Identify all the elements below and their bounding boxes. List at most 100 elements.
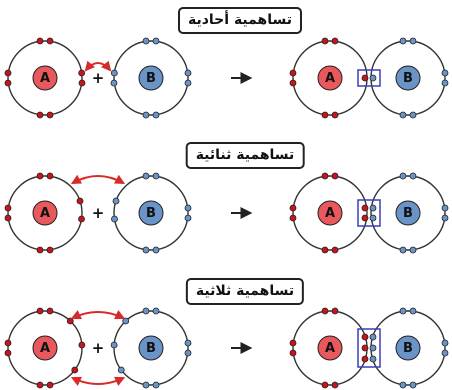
electron bbox=[4, 79, 12, 87]
electron-shell bbox=[113, 175, 189, 251]
nucleus bbox=[317, 200, 343, 226]
electron bbox=[361, 333, 369, 341]
electron bbox=[4, 349, 12, 357]
electron bbox=[184, 204, 192, 212]
nucleus-label: A bbox=[325, 71, 335, 86]
electron bbox=[369, 204, 377, 212]
electron bbox=[36, 246, 44, 254]
electron bbox=[409, 172, 417, 180]
electron bbox=[184, 79, 192, 87]
plus-sign: + bbox=[92, 69, 105, 87]
electron bbox=[331, 111, 339, 119]
nucleus-label: B bbox=[146, 206, 156, 221]
electron bbox=[441, 214, 449, 222]
electron bbox=[78, 69, 86, 77]
electron bbox=[321, 246, 329, 254]
sharing-arrow bbox=[70, 310, 126, 320]
shared-pair-box bbox=[357, 69, 381, 87]
electron bbox=[361, 355, 369, 363]
electron bbox=[184, 214, 192, 222]
electron bbox=[331, 172, 339, 180]
electron bbox=[399, 172, 407, 180]
electron bbox=[289, 339, 297, 347]
electron bbox=[142, 381, 150, 389]
nucleus bbox=[317, 65, 343, 91]
section-title-single: تساهمية أحادية bbox=[177, 7, 303, 34]
plus-sign: + bbox=[92, 204, 105, 222]
electron bbox=[441, 349, 449, 357]
shared-pair-box bbox=[357, 199, 381, 227]
sharing-arrow bbox=[84, 60, 112, 72]
nucleus-label: A bbox=[40, 341, 50, 356]
electron bbox=[369, 355, 377, 363]
nucleus bbox=[138, 65, 164, 91]
electron bbox=[71, 366, 79, 374]
nucleus bbox=[138, 200, 164, 226]
nucleus bbox=[317, 335, 343, 361]
nucleus-label: A bbox=[325, 341, 335, 356]
nucleus-label: B bbox=[146, 341, 156, 356]
electron bbox=[4, 339, 12, 347]
electron-shell bbox=[292, 175, 368, 251]
electron bbox=[409, 111, 417, 119]
nucleus bbox=[32, 335, 58, 361]
electron bbox=[289, 214, 297, 222]
electron bbox=[46, 246, 54, 254]
electron bbox=[399, 381, 407, 389]
electron bbox=[361, 204, 369, 212]
nucleus bbox=[395, 65, 421, 91]
electron bbox=[78, 341, 86, 349]
nucleus bbox=[32, 65, 58, 91]
electron bbox=[112, 197, 120, 205]
electron bbox=[36, 307, 44, 315]
electron bbox=[399, 111, 407, 119]
electron bbox=[441, 69, 449, 77]
electron bbox=[331, 381, 339, 389]
electron bbox=[331, 37, 339, 45]
nucleus bbox=[32, 200, 58, 226]
electron bbox=[78, 215, 85, 223]
electron bbox=[369, 344, 377, 352]
electron bbox=[361, 344, 369, 352]
electron bbox=[321, 307, 329, 315]
electron bbox=[110, 69, 118, 77]
electron bbox=[4, 204, 12, 212]
electron bbox=[441, 79, 449, 87]
electron bbox=[289, 349, 297, 357]
electron bbox=[152, 172, 160, 180]
electron bbox=[4, 214, 12, 222]
electron bbox=[361, 74, 369, 82]
electron bbox=[152, 111, 160, 119]
electron bbox=[46, 111, 54, 119]
electron bbox=[46, 381, 54, 389]
electron bbox=[321, 111, 329, 119]
electron bbox=[409, 246, 417, 254]
section-title-triple: تساهمية ثلاثية bbox=[185, 278, 305, 305]
electron bbox=[152, 381, 160, 389]
sharing-arrow bbox=[70, 376, 126, 386]
nucleus-label: A bbox=[40, 71, 50, 86]
electron bbox=[361, 214, 369, 222]
electron bbox=[289, 69, 297, 77]
nucleus-label: B bbox=[403, 206, 413, 221]
electron bbox=[142, 307, 150, 315]
electron bbox=[110, 341, 118, 349]
electron bbox=[152, 307, 160, 315]
electron bbox=[289, 204, 297, 212]
section-title-double: تساهمية ثنائية bbox=[185, 142, 305, 169]
electron bbox=[321, 381, 329, 389]
electron bbox=[409, 381, 417, 389]
electron bbox=[184, 339, 192, 347]
electron-shell bbox=[7, 175, 83, 251]
electron bbox=[110, 79, 118, 87]
electron bbox=[331, 246, 339, 254]
electron bbox=[289, 79, 297, 87]
electron bbox=[142, 37, 150, 45]
nucleus-label: A bbox=[40, 206, 50, 221]
electron bbox=[184, 69, 192, 77]
sharing-arrow bbox=[70, 174, 126, 184]
electron bbox=[331, 307, 339, 315]
